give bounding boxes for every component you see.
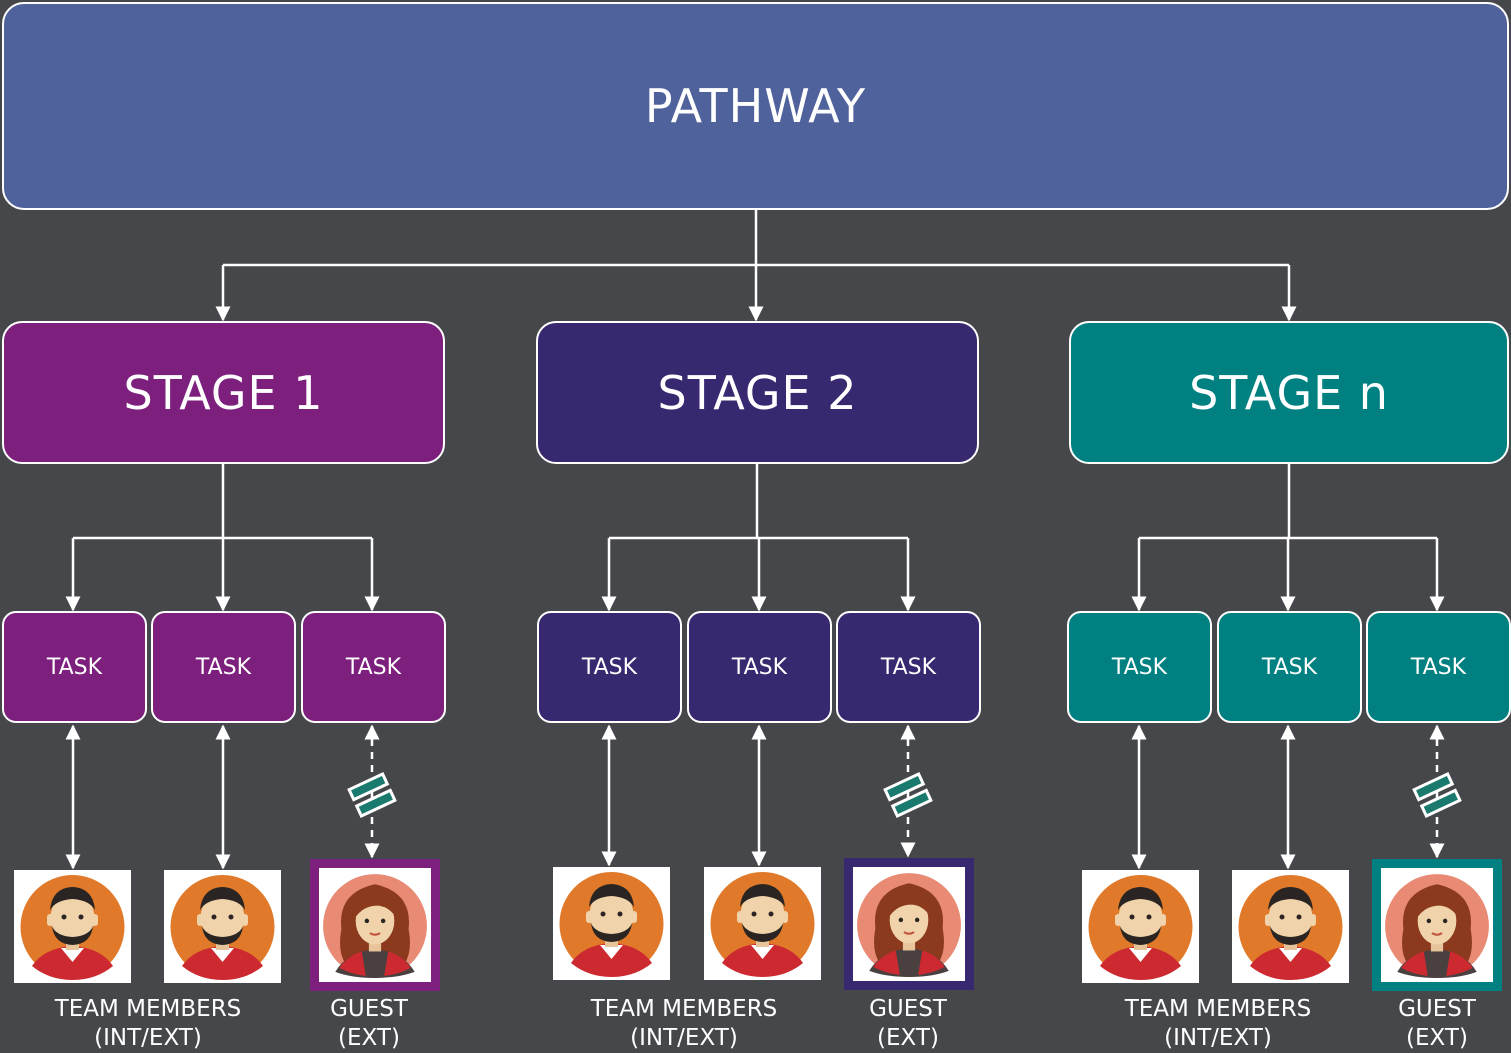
team-members-caption: TEAM MEMBERS (INT/EXT) [1108,995,1328,1053]
guest-caption-line2: (EXT) [1406,1025,1468,1051]
man-avatar-icon [170,875,275,980]
task-box-3-2-label: TASK [1261,654,1318,680]
guest-caption: GUEST (EXT) [848,995,968,1053]
task-box-3-3-label: TASK [1410,654,1467,680]
team-member-avatar [1232,870,1349,983]
man-avatar-icon [1238,875,1343,980]
woman-avatar-icon [857,873,961,977]
team-member-avatar [553,867,670,980]
stage-box-3: STAGE n [1069,321,1509,464]
team-member-avatar [14,870,131,983]
man-avatar-icon [710,872,815,977]
task-box-2-3: TASK [836,611,981,723]
guest-avatar [1372,859,1502,991]
man-avatar-icon [1088,875,1193,980]
stage-box-1-label: STAGE 1 [123,365,324,420]
task-box-1-2-label: TASK [195,654,252,680]
task-box-3-1: TASK [1067,611,1212,723]
task-box-1-3-label: TASK [345,654,402,680]
team-caption-line2: (INT/EXT) [630,1025,738,1051]
task-box-2-1: TASK [537,611,682,723]
task-box-3-3: TASK [1366,611,1511,723]
guest-caption: GUEST (EXT) [309,995,429,1053]
team-members-caption: TEAM MEMBERS (INT/EXT) [38,995,258,1053]
team-caption-line2: (INT/EXT) [94,1025,202,1051]
pathway-box-label: PATHWAY [644,79,867,133]
team-caption-line1: TEAM MEMBERS [54,996,242,1022]
task-box-2-2: TASK [687,611,832,723]
team-caption-line1: TEAM MEMBERS [1124,996,1312,1022]
task-box-3-2: TASK [1217,611,1362,723]
guest-caption-line1: GUEST [869,996,947,1022]
team-member-avatar [704,867,821,980]
guest-avatar [310,859,440,991]
task-box-3-1-label: TASK [1111,654,1168,680]
task-box-1-3: TASK [301,611,446,723]
task-box-2-2-label: TASK [731,654,788,680]
task-box-1-1: TASK [2,611,147,723]
stage-box-2: STAGE 2 [536,321,979,464]
woman-avatar-icon [1385,874,1489,978]
task-box-1-1-label: TASK [46,654,103,680]
man-avatar-icon [559,872,664,977]
team-caption-line1: TEAM MEMBERS [590,996,778,1022]
guest-caption-line1: GUEST [330,996,408,1022]
stage-box-3-label: STAGE n [1189,365,1389,420]
team-members-caption: TEAM MEMBERS (INT/EXT) [574,995,794,1053]
guest-caption-line2: (EXT) [338,1025,400,1051]
team-caption-line2: (INT/EXT) [1164,1025,1272,1051]
guest-caption: GUEST (EXT) [1377,995,1497,1053]
task-box-2-1-label: TASK [581,654,638,680]
disconnect-badge-icon [1412,772,1462,818]
team-member-avatar [164,870,281,983]
guest-caption-line1: GUEST [1398,996,1476,1022]
woman-avatar-icon [323,874,427,978]
stage-box-2-label: STAGE 2 [657,365,858,420]
task-box-1-2: TASK [151,611,296,723]
stage-box-1: STAGE 1 [2,321,445,464]
team-member-avatar [1082,870,1199,983]
pathway-box: PATHWAY [2,2,1509,210]
disconnect-badge-icon [883,772,933,818]
disconnect-badge-icon [347,772,397,818]
guest-avatar [844,858,974,990]
task-box-2-3-label: TASK [880,654,937,680]
guest-caption-line2: (EXT) [877,1025,939,1051]
man-avatar-icon [20,875,125,980]
